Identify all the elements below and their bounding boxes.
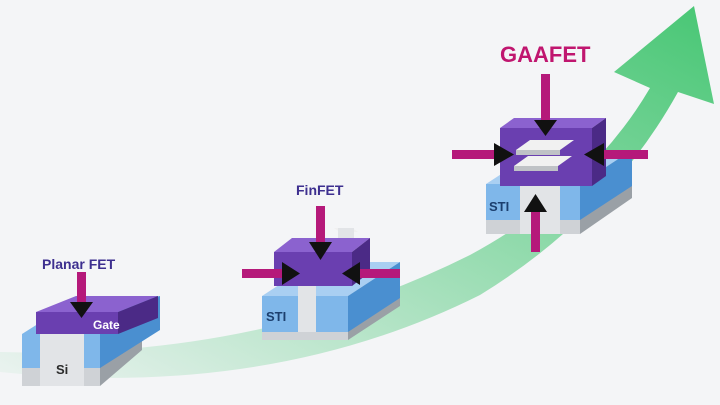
finfet-device: [242, 206, 400, 340]
planar-fet-device: [22, 272, 160, 386]
gaafet-device: [452, 74, 648, 252]
finfet-sti-label: STI: [266, 309, 286, 324]
finfet-label: FinFET: [296, 182, 344, 198]
gate-label: Gate: [93, 318, 120, 332]
gaafet-label: GAAFET: [500, 42, 591, 67]
planar-fet-label: Planar FET: [42, 256, 116, 272]
si-label: Si: [56, 362, 68, 377]
gaafet-sti-label: STI: [489, 199, 509, 214]
